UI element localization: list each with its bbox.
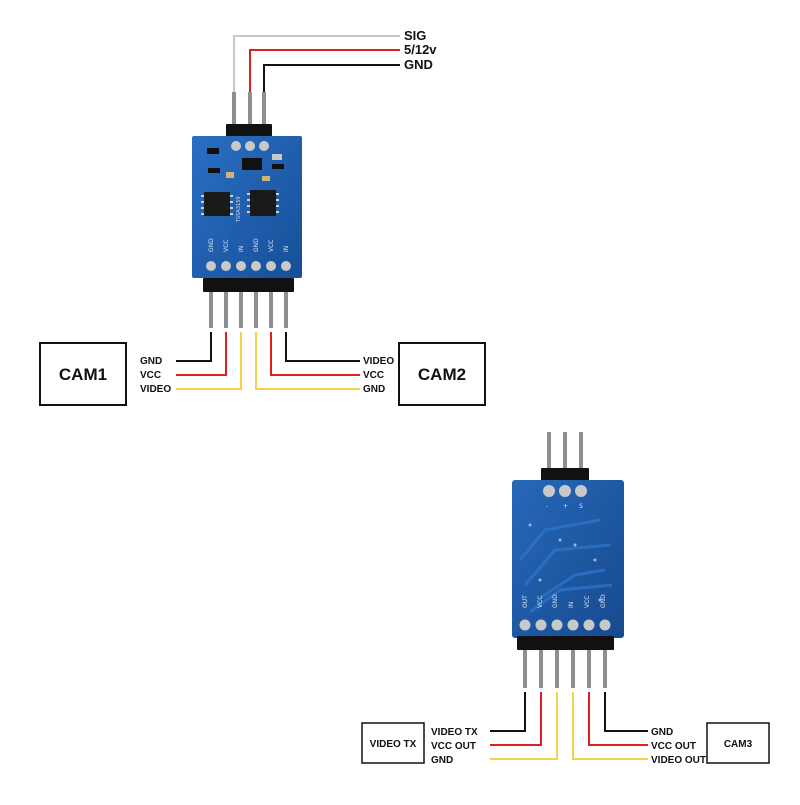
video-tx-wires bbox=[490, 692, 558, 760]
svg-text:IN: IN bbox=[238, 246, 245, 252]
cam3-title: CAM3 bbox=[724, 739, 753, 750]
top-input-wires bbox=[233, 35, 400, 98]
svg-text:GND: GND bbox=[600, 594, 607, 608]
svg-text:GND: GND bbox=[208, 238, 215, 252]
top-pin-silk: GND VCC IN GND VCC IN bbox=[208, 238, 290, 252]
video-tx-wire-label: VIDEO TX bbox=[431, 727, 478, 738]
cam2-gnd-label: GND bbox=[363, 384, 385, 395]
svg-text:OUT: OUT bbox=[522, 595, 529, 608]
ic-left bbox=[204, 192, 230, 216]
cam3-box: CAM3 bbox=[706, 722, 770, 764]
cam3-vcc-out-label: VCC OUT bbox=[651, 741, 696, 752]
svg-text:-: - bbox=[546, 503, 548, 510]
cam1-title: CAM1 bbox=[59, 365, 107, 384]
power-wire bbox=[249, 49, 400, 98]
switch-module-pcb: TS5A3159 GND VCC IN GND VCC IN bbox=[192, 136, 302, 278]
cam3-video-out-label: VIDEO OUT bbox=[651, 755, 706, 766]
sig-label: SIG bbox=[404, 28, 426, 43]
ic-right bbox=[250, 190, 276, 216]
video-tx-box: VIDEO TX bbox=[361, 722, 425, 764]
cam2-title: CAM2 bbox=[418, 365, 466, 384]
svg-text:GND: GND bbox=[253, 238, 260, 252]
sig-wire bbox=[233, 35, 400, 98]
cam1-wires bbox=[176, 332, 242, 390]
vcc-out-wire-label-left: VCC OUT bbox=[431, 741, 476, 752]
svg-text:+: + bbox=[563, 503, 568, 510]
gnd-label-top: GND bbox=[404, 57, 433, 72]
cam3-wires bbox=[572, 692, 648, 760]
power-label: 5/12v bbox=[404, 42, 437, 57]
svg-text:IN: IN bbox=[568, 602, 575, 608]
gnd-wire-top bbox=[263, 64, 400, 98]
svg-text:VCC: VCC bbox=[223, 240, 230, 252]
bottom-pin-silk: OUT VCC GND IN VCC GND bbox=[522, 594, 607, 608]
video-tx-title: VIDEO TX bbox=[370, 739, 417, 750]
output-module-pcb: - + S OUT VCC GND IN VCC bbox=[512, 480, 624, 638]
cam2-vcc-label: VCC bbox=[363, 370, 384, 381]
svg-text:VCC: VCC bbox=[537, 596, 544, 608]
cam1-box: CAM1 bbox=[39, 342, 127, 406]
top-diagram: SIG 5/12v GND bbox=[39, 28, 486, 406]
top-header-pins bbox=[226, 92, 272, 138]
chip-marking: TS5A3159 bbox=[236, 196, 242, 223]
svg-text:IN: IN bbox=[283, 246, 290, 252]
cam2-box: CAM2 bbox=[398, 342, 486, 406]
svg-text:S: S bbox=[579, 503, 583, 510]
bottom-bottom-header bbox=[517, 636, 614, 688]
top-bottom-header bbox=[203, 278, 294, 328]
cam1-video-label: VIDEO bbox=[140, 384, 171, 395]
cam1-vcc-label: VCC bbox=[140, 370, 161, 381]
bottom-diagram: - + S OUT VCC GND IN VCC bbox=[361, 432, 770, 766]
cam3-gnd-label: GND bbox=[651, 727, 673, 738]
cam2-wires bbox=[255, 332, 360, 390]
svg-text:GND: GND bbox=[552, 594, 559, 608]
cam1-gnd-label: GND bbox=[140, 356, 162, 367]
bottom-top-header bbox=[541, 432, 589, 482]
svg-text:VCC: VCC bbox=[584, 596, 591, 608]
cam2-video-label: VIDEO bbox=[363, 356, 394, 367]
svg-text:VCC: VCC bbox=[268, 240, 275, 252]
gnd-wire-label-left: GND bbox=[431, 755, 453, 766]
